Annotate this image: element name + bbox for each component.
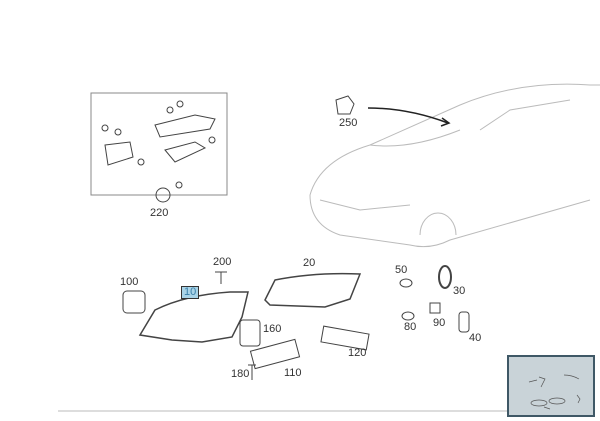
screw-200 — [215, 271, 227, 284]
bulb-50 — [399, 278, 413, 288]
overview-thumbnail[interactable] — [507, 355, 595, 417]
callout-arrow — [367, 107, 449, 124]
label-10-highlighted[interactable]: 10 — [181, 286, 200, 299]
label-200[interactable]: 200 — [213, 256, 232, 268]
label-40[interactable]: 40 — [469, 332, 482, 344]
part-250-sensor — [335, 95, 355, 115]
socket-90 — [429, 302, 441, 314]
module-160 — [239, 319, 261, 347]
label-250[interactable]: 250 — [339, 117, 358, 129]
kit-220-box — [90, 92, 228, 196]
label-120[interactable]: 120 — [348, 347, 367, 359]
label-30[interactable]: 30 — [453, 285, 466, 297]
car-outline — [309, 83, 600, 248]
kit-220-parts — [101, 100, 216, 203]
gasket-100 — [122, 290, 146, 314]
label-160[interactable]: 160 — [263, 323, 282, 335]
label-80[interactable]: 80 — [404, 321, 417, 333]
label-110[interactable]: 110 — [284, 367, 302, 379]
label-90[interactable]: 90 — [433, 317, 446, 329]
bracket-40 — [458, 311, 470, 333]
thumbnail-sketch — [528, 374, 581, 410]
cap-30 — [438, 265, 452, 289]
label-100[interactable]: 100 — [120, 276, 139, 288]
label-220[interactable]: 220 — [150, 207, 169, 219]
control-unit-120 — [320, 325, 370, 351]
bulb-80 — [401, 311, 415, 321]
label-50[interactable]: 50 — [395, 264, 408, 276]
headlamp-10 — [138, 291, 249, 343]
bolt-180 — [248, 364, 256, 380]
label-20[interactable]: 20 — [303, 257, 316, 269]
lens-20 — [264, 272, 362, 308]
control-unit-110 — [249, 338, 301, 370]
label-180[interactable]: 180 — [231, 368, 250, 380]
